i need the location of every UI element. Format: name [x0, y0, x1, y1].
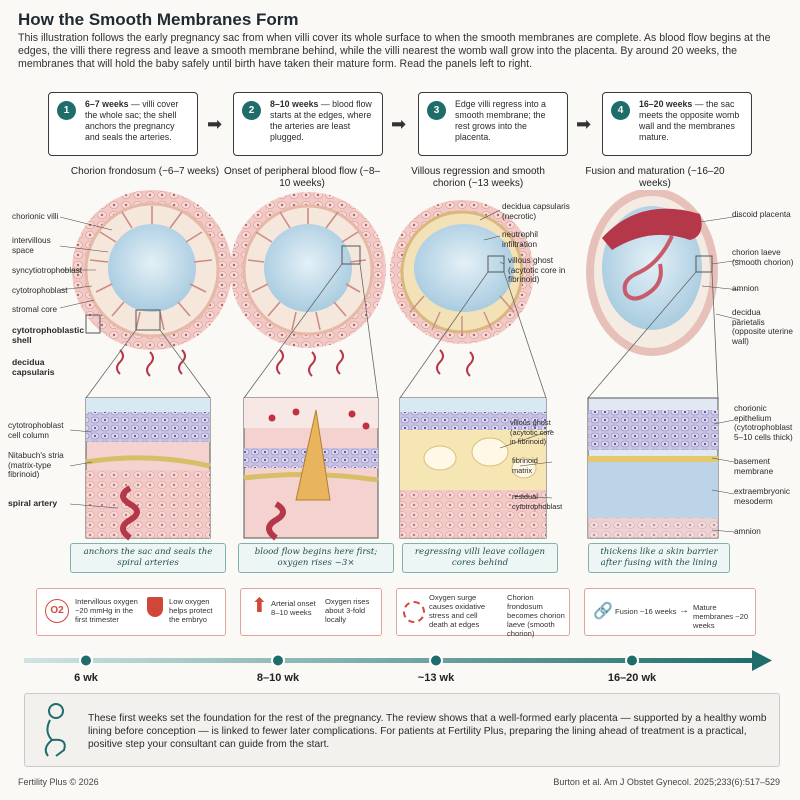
- label-intervillous-space: intervillous space: [12, 236, 51, 255]
- panel-title-1: Chorion frondosum (~6–7 weeks): [70, 166, 220, 177]
- step-number-4: 4: [611, 101, 630, 120]
- step-text: — blood flow starts at the edges, where …: [270, 99, 372, 142]
- panel-title-2: Onset of peripheral blood flow (~8–10 we…: [224, 166, 380, 189]
- link-icon: 🔗: [593, 603, 613, 620]
- fact-text: Chorion frondosum becomes chorion laeve …: [507, 593, 565, 638]
- arrow-right-icon: ➡: [576, 114, 592, 134]
- fact-text: Intervillous oxygen ~20 mmHg in the firs…: [75, 597, 138, 624]
- cycle-icon: [403, 601, 425, 623]
- label-nitabuchs-stria: Nitabuch's stria (matrix-type fibrinoid): [8, 451, 64, 479]
- label-stromal-core: stromal core: [12, 305, 58, 314]
- pregnancy-icon: [44, 703, 66, 757]
- footer-citation: Burton et al. Am J Obstet Gynecol. 2025;…: [553, 777, 780, 787]
- label-villous-ghost-zoom: villous ghost (acytotic core in fibrinoi…: [510, 418, 554, 446]
- step-number-2: 2: [242, 101, 261, 120]
- step-text: — the sac meets the opposite womb wall a…: [639, 99, 740, 142]
- timeline: [24, 650, 772, 671]
- oxygen-icon: O2: [45, 599, 69, 623]
- label-cell-column: cytotrophoblast cell column: [8, 421, 64, 440]
- fact-box-4: 🔗 Fusion ~16 weeks → Mature membranes ~2…: [584, 588, 756, 636]
- label-residual-cytotrophoblast: residual cytotrophoblast: [512, 492, 563, 511]
- label-amnion-bottom: amnion: [734, 527, 761, 536]
- fact-text: Fusion ~16 weeks: [615, 607, 677, 616]
- fact-text: Arterial onset 8–10 weeks: [271, 599, 316, 617]
- membrane-illustration: [59, 190, 741, 541]
- panel-title-4: Fusion and maturation (~16–20 weeks): [585, 166, 725, 189]
- arrow-right-icon: ➡: [207, 114, 223, 134]
- step-lead: 6–7 weeks: [85, 99, 129, 109]
- label-decidua-parietalis: decidua parietalis (opposite uterine wal…: [732, 308, 793, 346]
- label-neutrophil-infiltration: neutrophil infiltration: [502, 230, 538, 249]
- zoom-panel-3: [399, 397, 547, 539]
- label-discoid-placenta: discoid placenta: [732, 210, 791, 219]
- fact-text: Oxygen surge causes oxidative stress and…: [429, 593, 486, 629]
- label-fibrinoid-matrix: fibrinoid matrix: [512, 456, 538, 475]
- label-cytotrophoblastic-shell: cytotrophoblastic shell: [12, 325, 85, 345]
- page-title: How the Smooth Membranes Form: [18, 10, 299, 29]
- timeline-label: 16–20 wk: [607, 672, 657, 684]
- label-spiral-artery: spiral artery: [8, 498, 58, 508]
- fact-text: Mature membranes ~20 weeks: [693, 603, 749, 630]
- label-chorionic-epithelium: chorionic epithelium (cytotrophoblast 5–…: [734, 404, 793, 442]
- label-villous-ghost-top: villous ghost (acytotic core in fibrinoi…: [508, 256, 566, 284]
- fact-text: Low oxygen helps protect the embryo: [169, 597, 213, 624]
- label-syncytiotrophoblast: syncytiotrophoblast: [12, 266, 83, 275]
- timeline-label: ~13 wk: [417, 672, 455, 684]
- timeline-label: 6 wk: [74, 672, 98, 684]
- step-box-4: 4 16–20 weeks — the sac meets the opposi…: [602, 92, 752, 156]
- sac-panel-1: [72, 190, 232, 377]
- caption-panel-4: thickens like a skin barrier after fusin…: [588, 543, 730, 573]
- zoom-panel-2: [243, 397, 379, 541]
- fact-text: Oxygen rises about 3-fold locally: [325, 597, 370, 624]
- conclusion-text: These first weeks set the foundation for…: [88, 713, 767, 750]
- panel-title-3: Villous regression and smooth chorion (~…: [411, 166, 545, 189]
- label-amnion-top: amnion: [732, 284, 759, 293]
- label-decidua-capsularis: decidua capsularis: [12, 357, 55, 377]
- fact-box-2: ⬆ Arterial onset 8–10 weeks Oxygen rises…: [240, 588, 382, 636]
- step-number-1: 1: [57, 101, 76, 120]
- caption-panel-2: blood flow begins here first; oxygen ris…: [238, 543, 394, 573]
- fact-box-3: Oxygen surge causes oxidative stress and…: [396, 588, 570, 638]
- step-text: Edge villi regress into a smooth membran…: [455, 99, 546, 142]
- sac-panel-2: [230, 192, 386, 377]
- label-chorion-laeve: chorion laeve (smooth chorion): [732, 248, 794, 267]
- label-basement-membrane: basement membrane: [734, 457, 774, 476]
- step-lead: 8–10 weeks: [270, 99, 319, 109]
- step-lead: 16–20 weeks: [639, 99, 693, 109]
- step-box-3: 3 Edge villi regress into a smooth membr…: [418, 92, 568, 156]
- footer-copyright: Fertility Plus © 2026: [18, 777, 99, 787]
- label-decidua-capsularis-necrotic: decidua capsularis (necrotic): [502, 202, 570, 221]
- arrow-up-icon: ⬆: [251, 595, 268, 617]
- label-chorionic-villi: chorionic villi: [12, 212, 59, 221]
- label-cytotrophoblast: cytotrophoblast: [12, 286, 68, 295]
- intro-text: This illustration follows the early preg…: [18, 32, 771, 70]
- fact-box-1: O2 Intervillous oxygen ~20 mmHg in the f…: [36, 588, 226, 636]
- timeline-label: 8–10 wk: [256, 672, 300, 684]
- step-box-2: 2 8–10 weeks — blood flow starts at the …: [233, 92, 383, 156]
- arrow-right-icon: ➡: [391, 114, 407, 134]
- caption-panel-1: anchors the sac and seals the spiral art…: [70, 543, 226, 573]
- sac-panel-3: [390, 200, 534, 377]
- zoom-panel-4: [587, 397, 719, 539]
- step-box-1: 1 6–7 weeks — villi cover the whole sac;…: [48, 92, 198, 156]
- step-text: — villi cover the whole sac; the shell a…: [85, 99, 179, 142]
- shield-icon: [147, 597, 163, 617]
- arrow-right-icon: →: [679, 605, 689, 616]
- step-number-3: 3: [427, 101, 446, 120]
- zoom-panel-1: [85, 397, 211, 541]
- label-extraembryonic-mesoderm: extraembryonic mesoderm: [734, 487, 790, 506]
- conclusion-box: [24, 693, 780, 767]
- sac-panel-4: [586, 190, 718, 356]
- caption-panel-3: regressing villi leave collagen cores be…: [402, 543, 558, 573]
